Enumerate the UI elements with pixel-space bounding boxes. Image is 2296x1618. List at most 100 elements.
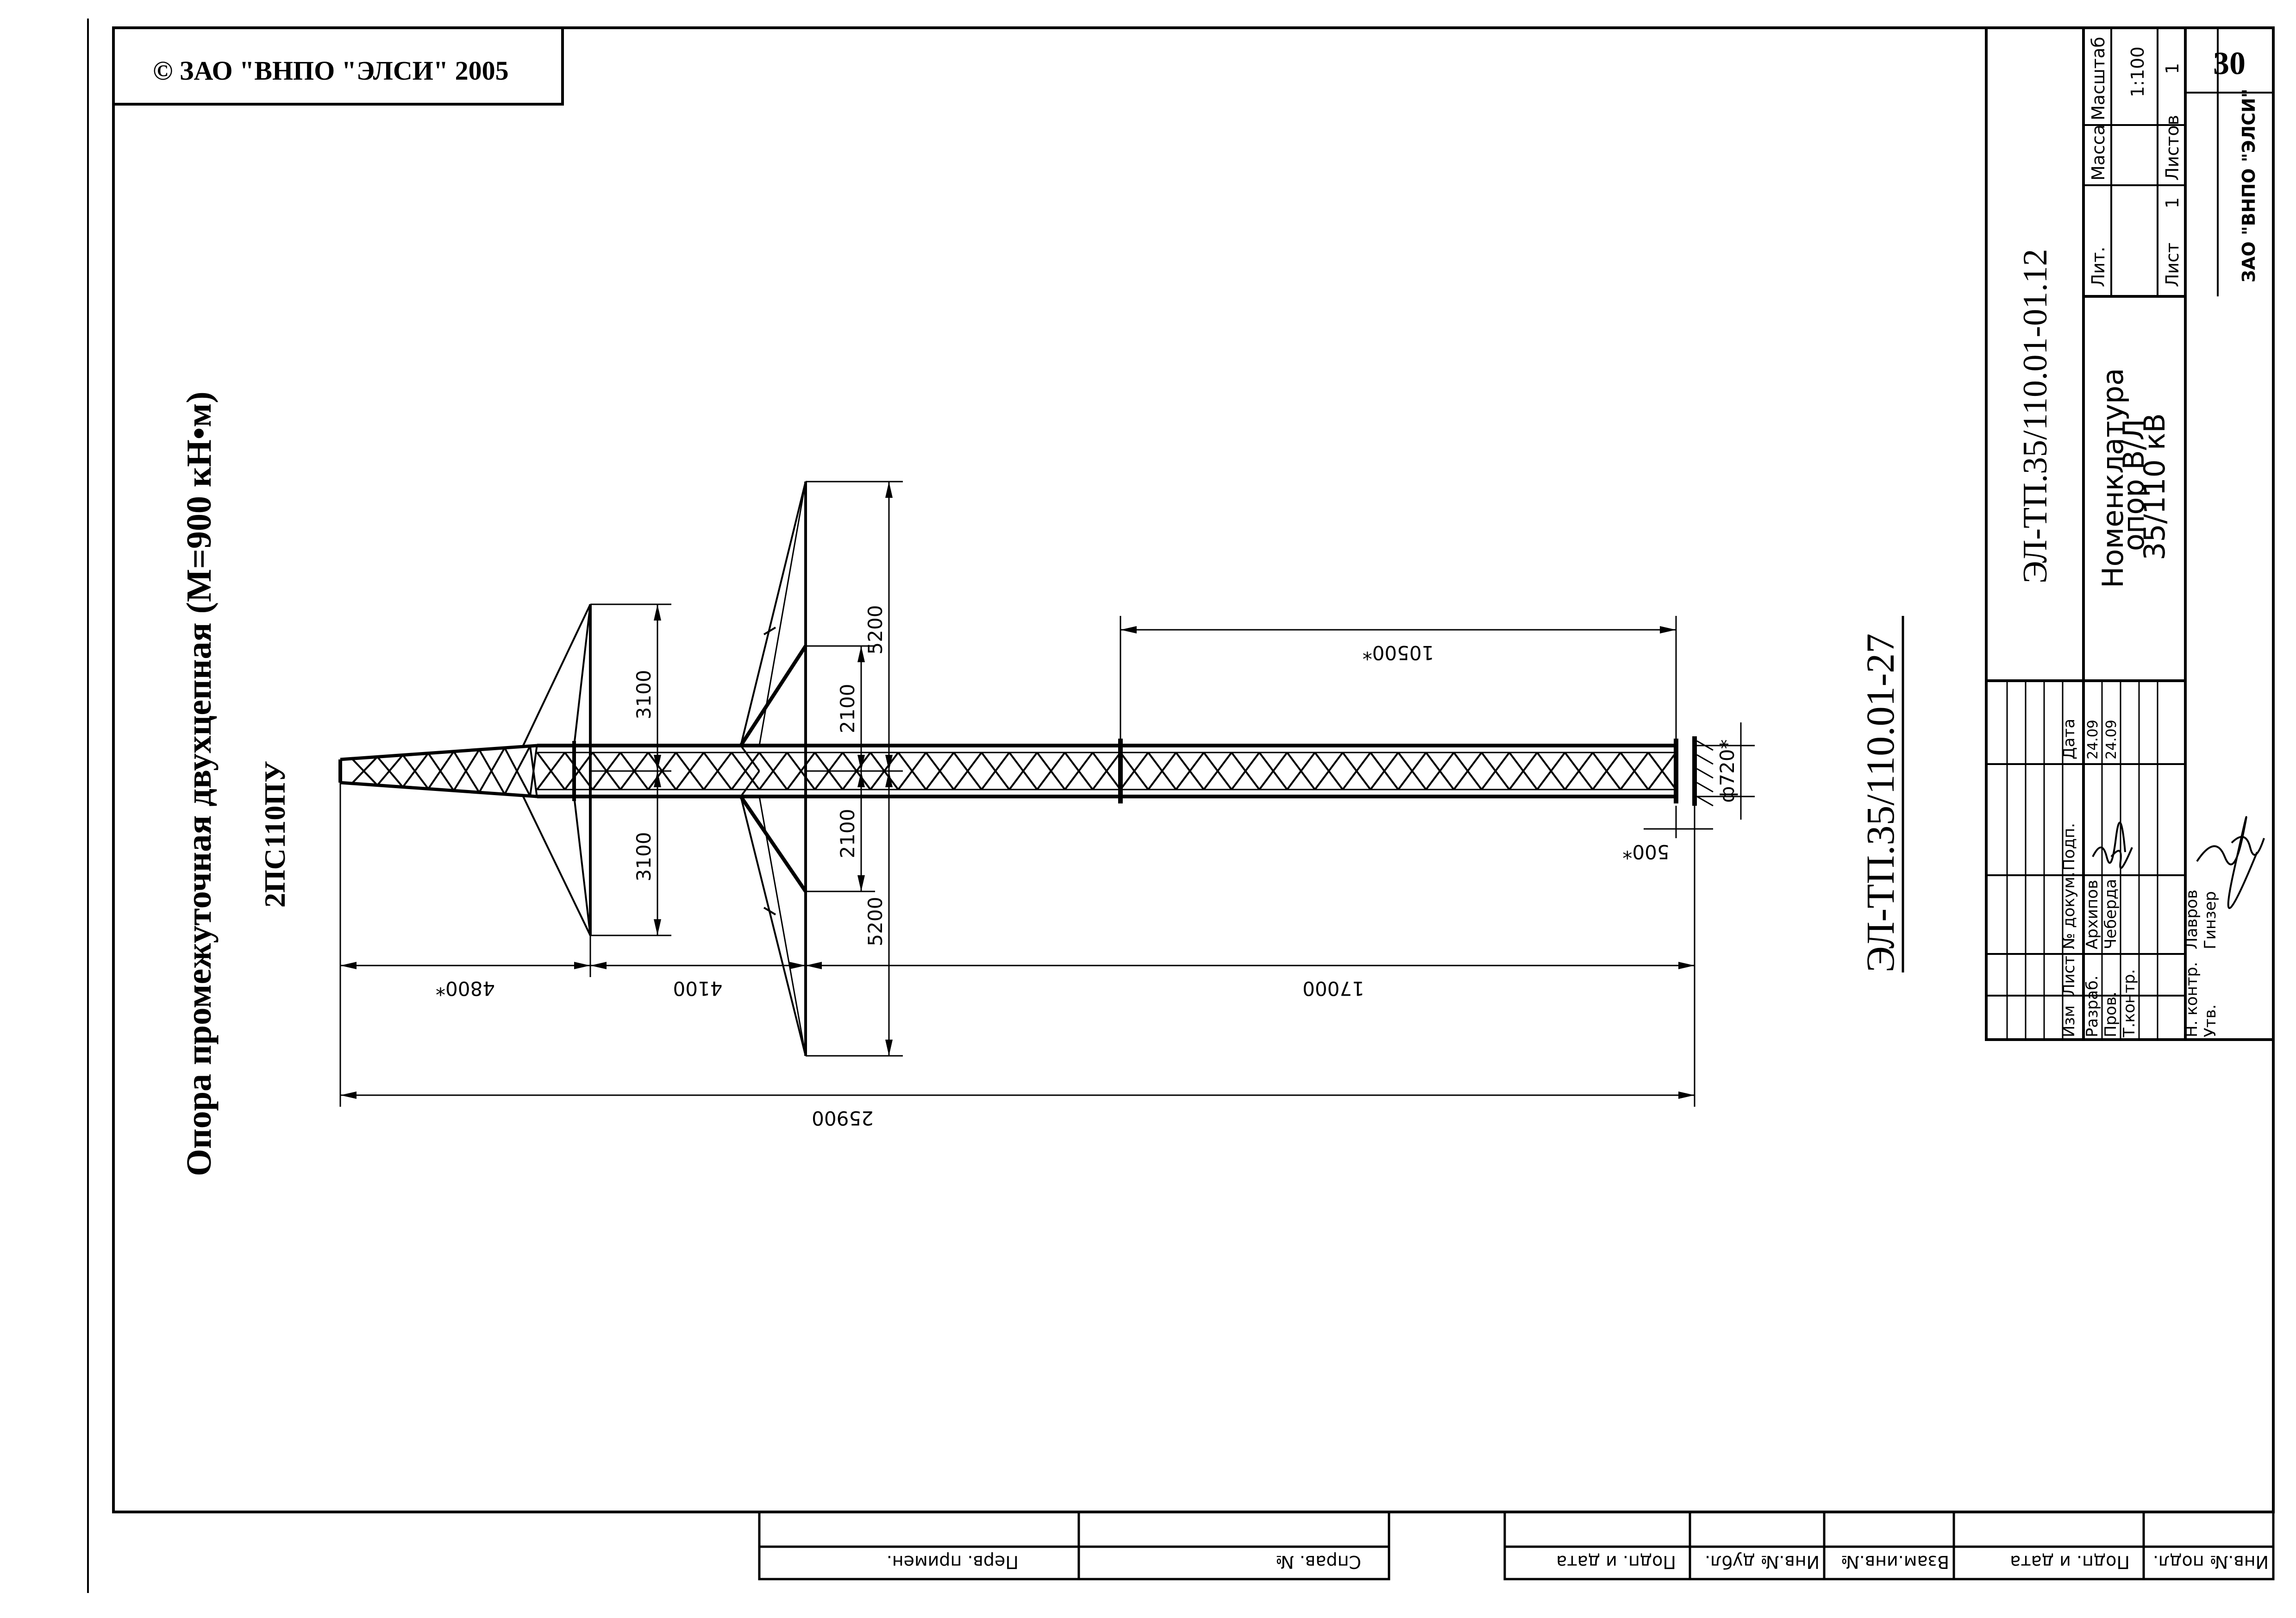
lattice-brace: [758, 752, 788, 790]
lattice-brace: [427, 753, 455, 791]
lattice-brace: [504, 746, 531, 795]
lattice-brace: [453, 751, 480, 793]
dim-720: ф720*: [1716, 739, 1739, 803]
lattice-brace: [1286, 752, 1316, 790]
lattice-brace: [981, 752, 1010, 790]
lattice-brace: [1620, 752, 1649, 790]
stamp-hdr-date: Дата: [2060, 719, 2078, 759]
dim-17000: 17000: [1302, 977, 1364, 1000]
copyright-text: © ЗАО "ВНПО "ЭЛСИ" 2005: [153, 56, 509, 86]
stamp-name-line-2: опор В/Л: [2117, 419, 2151, 551]
lattice-brace: [1147, 752, 1177, 790]
lattice-brace: [1425, 752, 1455, 790]
strip-inv-podl: Инв.№ подл.: [2153, 1552, 2269, 1572]
strip-vzam-inv: Взам.инв.№: [1841, 1552, 1949, 1572]
tower-figure: [338, 481, 1714, 1056]
lattice-brace: [925, 752, 955, 790]
lattice-brace: [1175, 752, 1205, 790]
stamp-name-line-1: Номенклатура: [2096, 368, 2130, 588]
lattice-brace: [1120, 752, 1149, 790]
lattice-brace: [564, 752, 594, 790]
lattice-brace: [351, 756, 378, 784]
stamp-mass-label: Масса: [2088, 125, 2108, 181]
drawing-code: ЭЛ-ТП.35/110.01-27: [1858, 633, 1902, 972]
lattice-brace: [402, 753, 429, 788]
dim-upper-3100-a: 3100: [632, 670, 655, 720]
lattice-brace: [1397, 752, 1427, 790]
lattice-brace: [897, 752, 927, 790]
lattice-brace: [1314, 752, 1344, 790]
stamp-name-line-3: 35/110 кВ: [2138, 413, 2171, 560]
lattice-brace: [351, 758, 378, 786]
lattice-brace: [1481, 752, 1510, 790]
dim-lower-5200-a: 5200: [864, 605, 887, 655]
dim-mid-2100-b: 2100: [836, 809, 859, 859]
title-block: [1985, 26, 2275, 1041]
lattice-brace: [703, 752, 732, 790]
dim-lower-5200-b: 5200: [864, 897, 887, 947]
lattice-brace: [731, 752, 760, 790]
stamp-row-name-5: Лавров: [2183, 890, 2201, 949]
stamp-hdr-doc: № докум.: [2060, 872, 2078, 949]
lattice-brace: [1370, 752, 1399, 790]
stamp-row-date-1: 24.09: [2085, 720, 2101, 759]
stamp-row-name-2: Чеберда: [2102, 879, 2120, 949]
dim-25900: 25900: [812, 1107, 874, 1129]
stamp-hdr-list: Лист: [2060, 956, 2078, 996]
stamp-row-name-1: Архипов: [2083, 880, 2102, 949]
stamp-doc-code: ЭЛ-ТП.35/110.01-01.12: [2016, 249, 2054, 583]
stamp-row-role-2: Пров.: [2102, 991, 2120, 1037]
stamp-sheet-label: Лист: [2162, 243, 2183, 287]
lattice-brace: [1008, 752, 1038, 790]
stamp-lit-label: Лит.: [2088, 247, 2108, 288]
stamp-sheet-value: 1: [2162, 197, 2183, 208]
stamp-row-role-1: Разраб.: [2083, 975, 2102, 1037]
lattice-brace: [953, 752, 982, 790]
dim-10500: 10500*: [1363, 641, 1434, 664]
lattice-brace: [402, 754, 429, 790]
stamp-row-name-6: Гинзер: [2201, 891, 2220, 949]
lattice-brace: [1453, 752, 1483, 790]
stamp-sheets-label: Листов: [2162, 115, 2183, 181]
stamp-row-date-2: 24.09: [2103, 720, 2120, 759]
dim-4800: 4800*: [436, 977, 495, 1000]
drawing-frame: [112, 26, 2275, 1513]
lattice-brace: [529, 744, 538, 796]
drawing-subtitle: 2ПС110ПУ: [258, 761, 291, 908]
stamp-sheets-value: 1: [2162, 63, 2183, 74]
stamp-org: ЗАО "ВНПО "ЭЛСИ": [2239, 88, 2259, 282]
lattice-brace: [453, 749, 480, 791]
lattice-brace: [1647, 752, 1677, 790]
dimension-arrows: [340, 482, 1695, 1099]
lattice-brace: [1536, 752, 1566, 790]
lattice-brace: [786, 752, 816, 790]
strip-podp-data-1: Подп. и дата: [1556, 1552, 1676, 1572]
stamp-scale-label: Масштаб: [2088, 37, 2108, 120]
drawing-title: Опора промежуточная двухцепная (М=900 кН…: [180, 391, 219, 1176]
dim-upper-3100-b: 3100: [632, 832, 655, 882]
lattice-brace: [427, 751, 455, 790]
lattice-brace: [376, 754, 404, 786]
strip-sprav: Справ. №: [1276, 1552, 1361, 1572]
dim-500: 500*: [1622, 840, 1669, 863]
lattice-brace: [376, 756, 404, 788]
strip-inv-dubl: Инв.№ дубл.: [1705, 1552, 1820, 1572]
stamp-page-number: 30: [2213, 46, 2246, 82]
dim-4100: 4100: [673, 977, 723, 1000]
signature-marks: [2092, 816, 2265, 909]
lattice-brace: [1092, 752, 1121, 790]
copyright-box: © ЗАО "ВНПО "ЭЛСИ" 2005: [112, 26, 564, 106]
stamp-row-role-5: Н. контр.: [2183, 962, 2201, 1037]
lattice-brace: [536, 752, 566, 790]
lattice-brace: [1231, 752, 1260, 790]
lattice-brace: [1036, 752, 1066, 790]
lattice-brace: [1592, 752, 1621, 790]
lattice-brace: [478, 747, 506, 793]
bottom-strip: [758, 1511, 2275, 1580]
lattice-brace: [1064, 752, 1094, 790]
stamp-row-role-3: Т.контр.: [2120, 969, 2139, 1038]
dimension-lines: [339, 481, 1755, 1107]
stamp-hdr-podp: Подп.: [2060, 823, 2078, 871]
lattice-brace: [1564, 752, 1594, 790]
